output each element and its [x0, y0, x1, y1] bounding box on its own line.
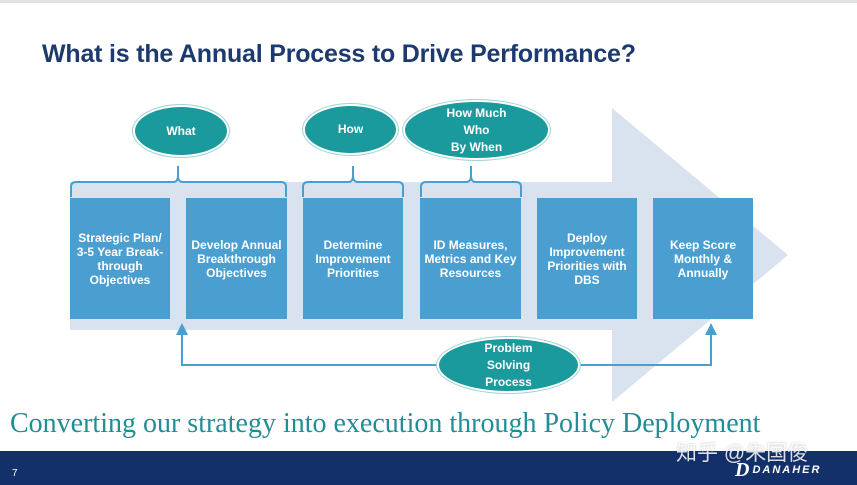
bracket-how-much [420, 166, 522, 197]
page-number: 7 [12, 468, 18, 479]
oval-problem-solving: Problem Solving Process [437, 337, 580, 393]
step-strategic-plan: Strategic Plan/ 3-5 Year Break- through … [70, 198, 170, 319]
oval-how-much: How Much Who By When [403, 100, 550, 160]
top-rule [0, 0, 857, 3]
step-deploy-priorities: Deploy Improvement Priorities with DBS [537, 198, 637, 319]
bracket-how [302, 166, 404, 197]
logo-text: DANAHER [752, 464, 822, 476]
oval-what: What [133, 105, 229, 157]
step-id-measures: ID Measures, Metrics and Key Resources [420, 198, 521, 319]
step-develop-annual-objectives: Develop Annual Breakthrough Objectives [186, 198, 287, 319]
footer-bar: 7 [0, 451, 857, 485]
feedback-arrowhead-left [176, 323, 188, 335]
step-determine-priorities: Determine Improvement Priorities [303, 198, 403, 319]
bracket-what [70, 166, 287, 197]
feedback-arrowhead-right [705, 323, 717, 335]
danaher-logo-mark-icon: D [735, 459, 750, 481]
watermark: 知乎 @朱国俊 [676, 442, 809, 465]
danaher-logo: D DANAHER [735, 460, 821, 480]
page-title: What is the Annual Process to Drive Perf… [42, 40, 636, 68]
step-keep-score: Keep Score Monthly & Annually [653, 198, 753, 319]
oval-how: How [303, 104, 398, 155]
tagline: Converting our strategy into execution t… [10, 408, 761, 439]
